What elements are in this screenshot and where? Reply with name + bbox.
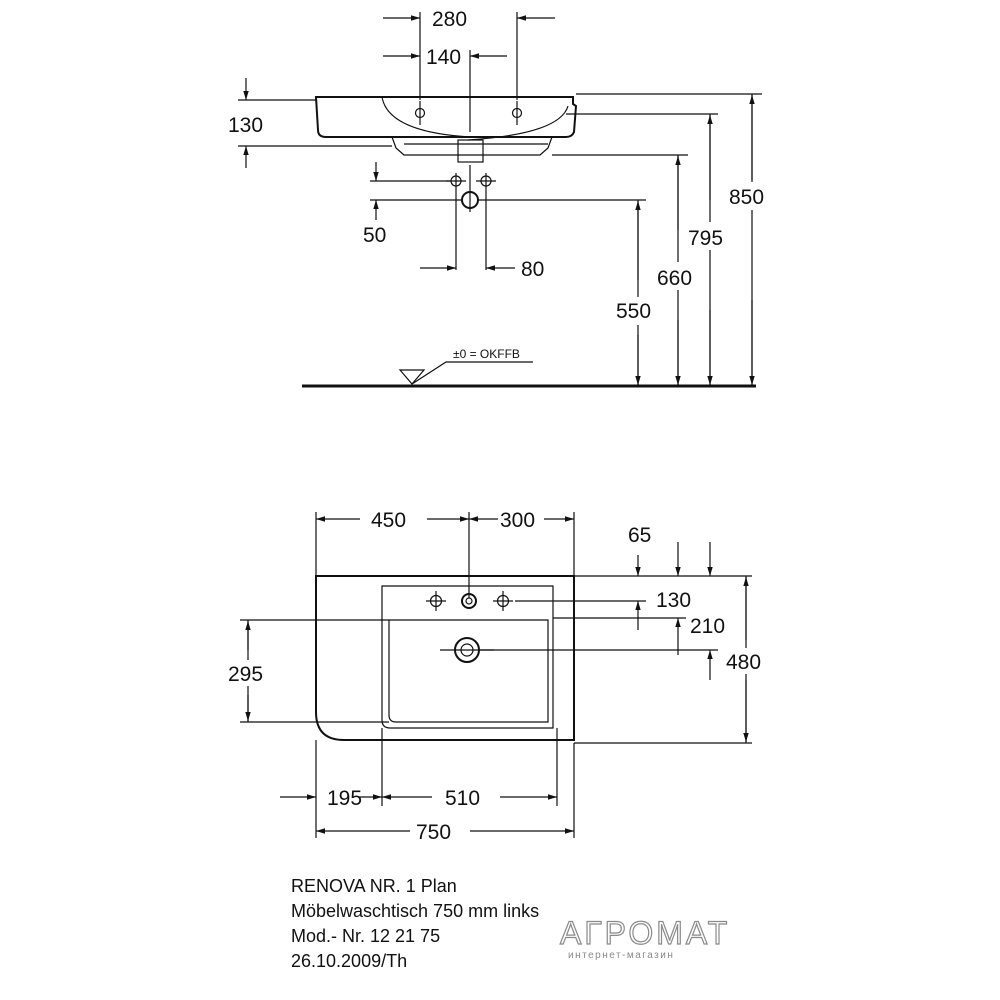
- side-view: ±0 = OKFFB 280 140 130: [228, 8, 774, 388]
- dim-510-label: 510: [445, 787, 480, 810]
- dim-450-300: 450 300: [315, 509, 575, 598]
- side-view-basin: [314, 96, 578, 163]
- dim-50-label: 50: [363, 224, 386, 247]
- dim-50: 50: [363, 162, 462, 247]
- watermark-title: АГРОМАТ: [559, 915, 731, 951]
- dim-660-label: 660: [657, 267, 692, 290]
- title-block: RENOVA NR. 1 Plan Möbelwaschtisch 750 mm…: [291, 874, 539, 974]
- dim-130-top-label: 130: [656, 589, 691, 612]
- dim-795-label: 795: [688, 227, 723, 250]
- floor-line: ±0 = OKFFB: [302, 347, 756, 388]
- caption-description: Möbelwaschtisch 750 mm links: [291, 901, 540, 921]
- watermark-logo: АГРОМАТ интернет-магазин: [559, 915, 731, 961]
- dim-130-side-label: 130: [228, 114, 263, 137]
- dim-450-label: 450: [371, 509, 406, 532]
- dim-65-label: 65: [628, 524, 651, 547]
- dim-130-top: 130: [652, 542, 698, 655]
- dim-140-label: 140: [426, 46, 461, 69]
- dim-300-label: 300: [500, 509, 535, 532]
- dim-80-label: 80: [521, 258, 544, 281]
- dim-660: 660: [552, 154, 702, 386]
- dim-195-label: 195: [327, 787, 362, 810]
- dim-550: 550: [478, 199, 662, 386]
- dim-210-label: 210: [690, 615, 725, 638]
- dim-750-label: 750: [416, 821, 451, 844]
- top-view: 450 300 65 130 210: [226, 509, 772, 844]
- dim-480: 480: [724, 576, 772, 743]
- dim-295: 295: [226, 619, 389, 723]
- caption-date: 26.10.2009/Th: [291, 951, 408, 971]
- caption-product-name: RENOVA NR. 1 Plan: [291, 876, 457, 896]
- watermark-subtitle: интернет-магазин: [568, 950, 675, 961]
- dim-295-label: 295: [228, 663, 263, 686]
- dim-65: 65: [628, 524, 651, 630]
- top-view-extension-lines: [480, 575, 752, 744]
- dim-140: 140: [383, 46, 507, 132]
- dim-550-label: 550: [616, 300, 651, 323]
- dim-480-label: 480: [726, 651, 761, 674]
- caption-model-number: Mod.- Nr. 12 21 75: [291, 926, 441, 946]
- dim-195-510: 195 510: [280, 728, 558, 810]
- dim-850: 850: [576, 93, 774, 386]
- dim-795: 795: [566, 113, 734, 386]
- floor-reference-label: ±0 = OKFFB: [453, 347, 520, 361]
- dim-280-label: 280: [432, 8, 467, 31]
- side-view-connections: [446, 165, 496, 270]
- dim-750: 750: [315, 740, 575, 844]
- dim-130-side: 130: [228, 78, 392, 168]
- dim-850-label: 850: [729, 186, 764, 209]
- dim-80: 80: [420, 258, 544, 281]
- dim-280: 280: [383, 8, 555, 100]
- dim-210: 210: [686, 542, 734, 680]
